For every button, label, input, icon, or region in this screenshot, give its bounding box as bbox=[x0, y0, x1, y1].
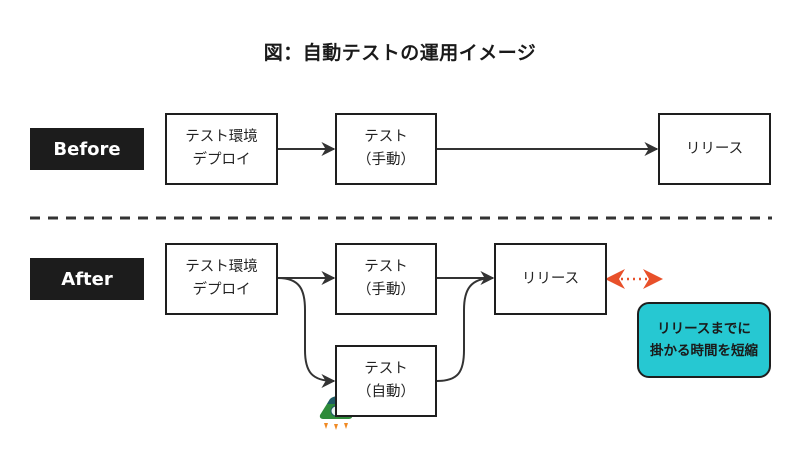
box-line: （手動） bbox=[357, 282, 415, 298]
box-line: リリース bbox=[685, 140, 744, 157]
box-line: リリース bbox=[521, 270, 580, 287]
callout-line: リリースまでに bbox=[657, 321, 751, 337]
box-line: テスト bbox=[364, 129, 408, 145]
after-arrow-auto-to-release bbox=[436, 277, 494, 382]
callout-line: 掛かる時間を短縮 bbox=[650, 343, 758, 359]
after-arrow-deploy-to-auto bbox=[277, 277, 336, 388]
box-line: テスト環境 bbox=[185, 259, 258, 275]
before-box-release: リリース bbox=[658, 113, 771, 185]
box-line: （自動） bbox=[357, 384, 415, 400]
after-box-manual-test: テスト （手動） bbox=[335, 243, 437, 315]
time-reduction-callout: リリースまでに 掛かる時間を短縮 bbox=[637, 302, 771, 378]
before-box-manual-test: テスト （手動） bbox=[335, 113, 437, 185]
box-line: （手動） bbox=[357, 152, 415, 168]
box-line: デプロイ bbox=[192, 152, 251, 168]
before-box-deploy: テスト環境 デプロイ bbox=[165, 113, 278, 185]
box-line: テスト bbox=[364, 361, 408, 377]
box-line: デプロイ bbox=[192, 282, 251, 298]
after-box-auto-test: テスト （自動） bbox=[335, 345, 437, 417]
before-label: Before bbox=[30, 128, 144, 170]
box-line: テスト bbox=[364, 259, 408, 275]
after-box-release: リリース bbox=[494, 243, 607, 315]
box-line: テスト環境 bbox=[185, 129, 258, 145]
diagram-title: 図：自動テストの運用イメージ bbox=[263, 42, 537, 64]
after-label: After bbox=[30, 258, 144, 300]
after-box-deploy: テスト環境 デプロイ bbox=[165, 243, 278, 315]
